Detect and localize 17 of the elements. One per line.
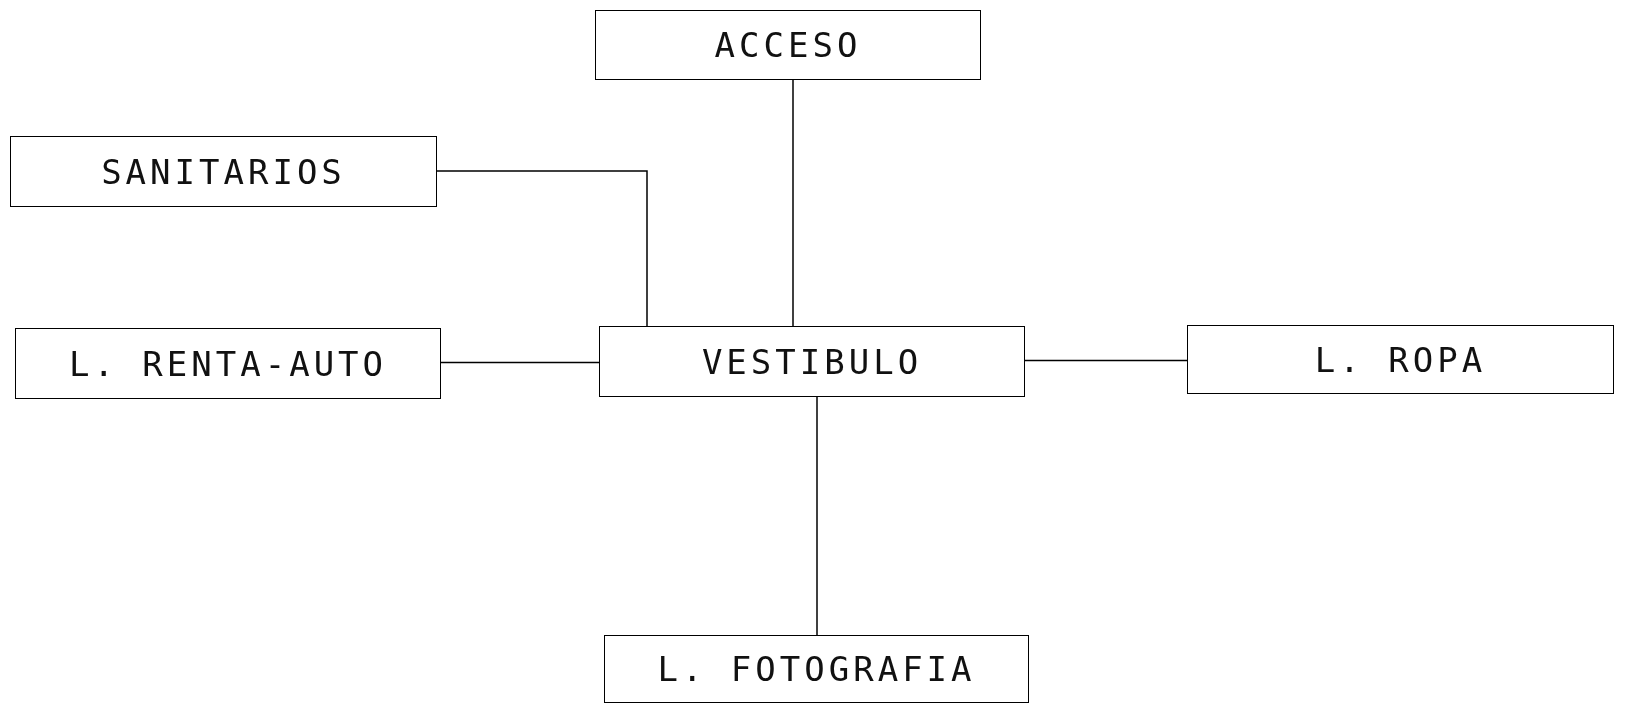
room-label: ACCESO (714, 25, 862, 65)
room-box (1187, 325, 1614, 394)
room-label: SANITARIOS (101, 151, 346, 192)
connector-line (440, 361, 600, 364)
connector-line (1024, 359, 1188, 362)
room-box (599, 326, 1025, 397)
room-label: VESTIBULO (701, 341, 923, 382)
room-label: L. ROPA (1314, 339, 1487, 380)
room-box (604, 635, 1029, 703)
connector-line (816, 396, 818, 636)
room-label: L. FOTOGRAFIA (657, 649, 976, 689)
room-box (595, 10, 981, 80)
connector-line (436, 170, 648, 327)
room-box (15, 328, 441, 399)
room-label: L. RENTA-AUTO (68, 343, 388, 384)
connector-line (792, 79, 794, 327)
room-box (10, 136, 437, 207)
